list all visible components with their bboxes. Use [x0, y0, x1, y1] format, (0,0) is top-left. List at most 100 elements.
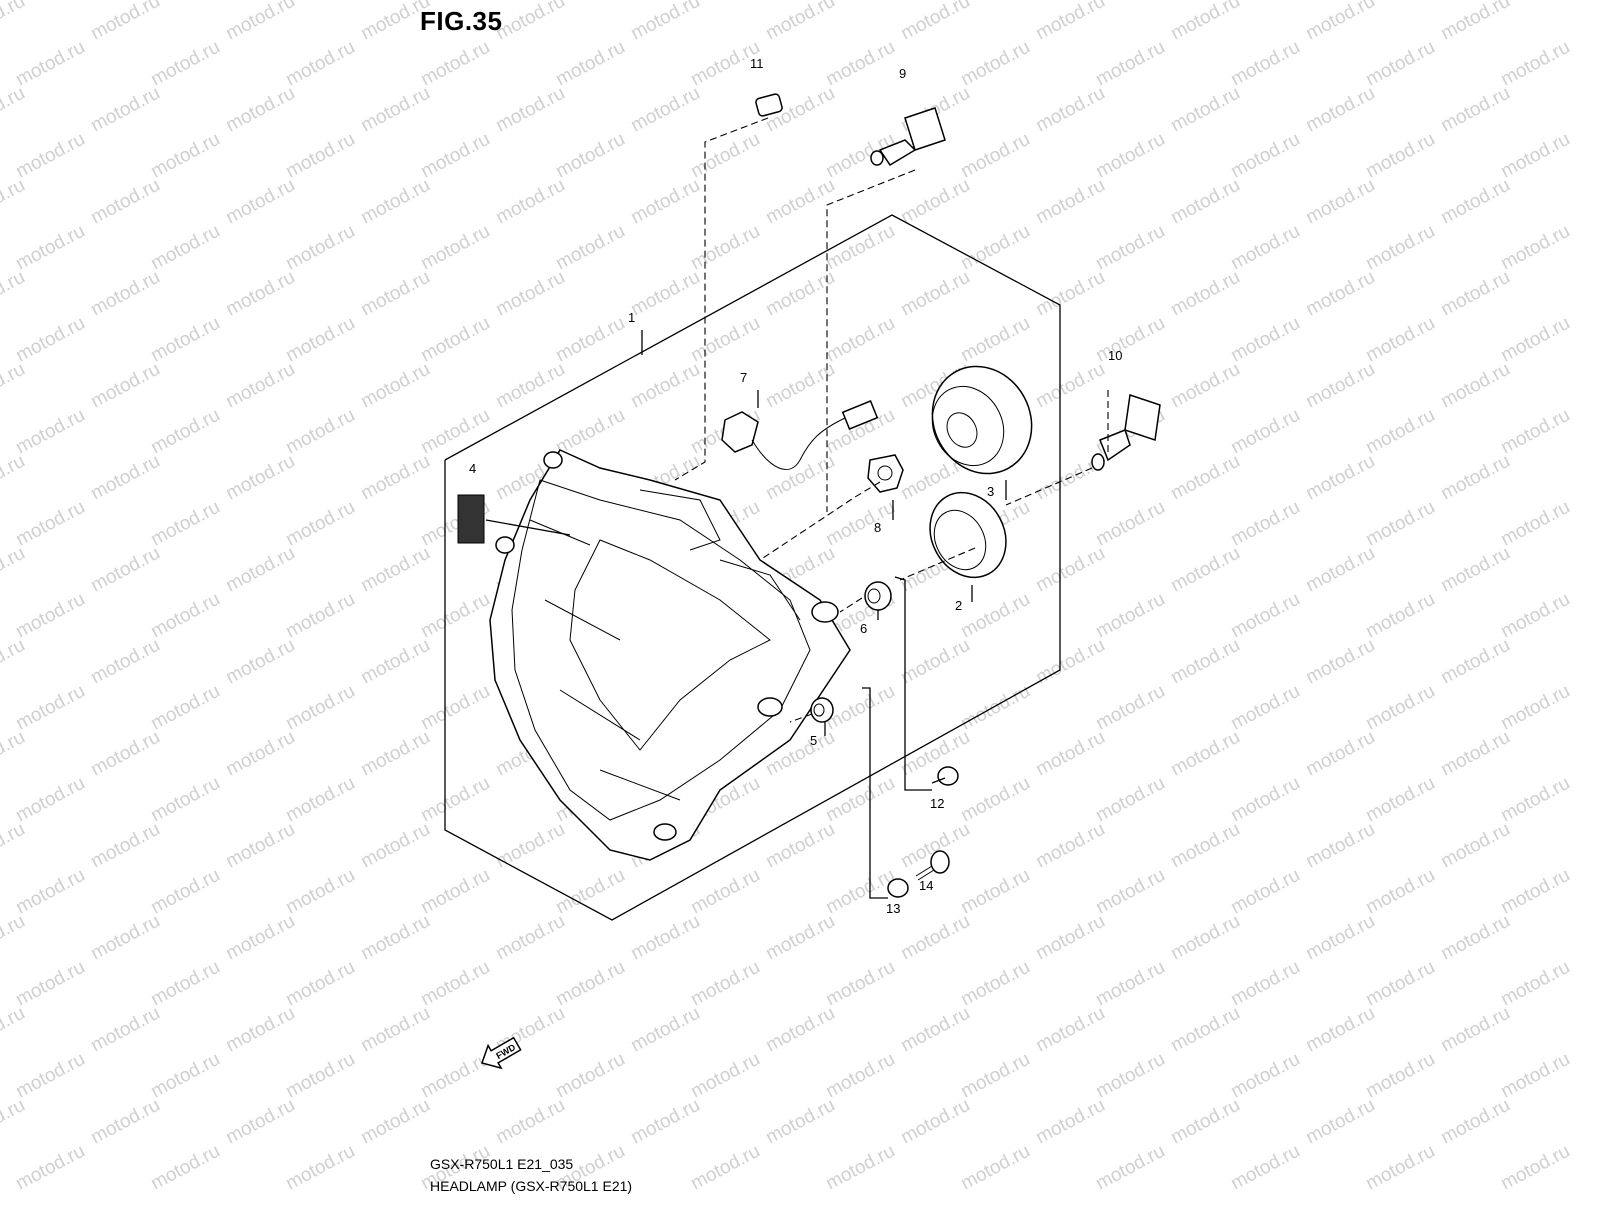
watermark-text: motod.ru: [897, 635, 973, 689]
watermark-text: motod.ru: [897, 267, 973, 321]
watermark-text: motod.ru: [12, 313, 88, 367]
watermark-text: motod.ru: [147, 497, 223, 551]
watermark-text: motod.ru: [87, 359, 163, 413]
callout-14: 14: [919, 878, 933, 893]
watermark-text: motod.ru: [762, 1095, 838, 1149]
watermark-text: motod.ru: [282, 497, 358, 551]
watermark-text: motod.ru: [1167, 175, 1243, 229]
screw-13: [887, 878, 909, 898]
watermark-text: motod.ru: [1497, 405, 1573, 459]
watermark-text: motod.ru: [822, 957, 898, 1011]
watermark-text: motod.ru: [1092, 773, 1168, 827]
watermark-text: motod.ru: [1032, 175, 1108, 229]
figure-code: GSX-R750L1 E21_035: [430, 1156, 574, 1172]
watermark-text: motod.ru: [1227, 865, 1303, 919]
watermark-text: motod.ru: [1167, 451, 1243, 505]
watermark-text: motod.ru: [1092, 37, 1168, 91]
watermark-text: motod.ru: [12, 681, 88, 735]
watermark-text: motod.ru: [0, 1095, 29, 1149]
socket-wire-7: [721, 400, 879, 470]
watermark-text: motod.ru: [627, 1003, 703, 1057]
watermark-text: motod.ru: [1092, 589, 1168, 643]
watermark-text: motod.ru: [1227, 405, 1303, 459]
watermark-text: motod.ru: [552, 129, 628, 183]
watermark-text: motod.ru: [762, 819, 838, 873]
watermark-text: motod.ru: [147, 1049, 223, 1103]
watermark-text: motod.ru: [957, 773, 1033, 827]
callout-10: 10: [1108, 348, 1122, 363]
watermark-text: motod.ru: [1497, 129, 1573, 183]
watermark-text: motod.ru: [1497, 957, 1573, 1011]
watermark-text: motod.ru: [417, 129, 493, 183]
watermark-text: motod.ru: [222, 1095, 298, 1149]
watermark-text: motod.ru: [12, 957, 88, 1011]
watermark-text: motod.ru: [762, 1003, 838, 1057]
watermark-text: motod.ru: [1437, 819, 1513, 873]
watermark-text: motod.ru: [1362, 497, 1438, 551]
watermark-text: motod.ru: [627, 359, 703, 413]
watermark-text: motod.ru: [492, 0, 568, 44]
watermark-text: motod.ru: [222, 543, 298, 597]
watermark-text: motod.ru: [147, 129, 223, 183]
watermark-text: motod.ru: [552, 405, 628, 459]
watermark-text: motod.ru: [222, 819, 298, 873]
watermark-text: motod.ru: [417, 313, 493, 367]
watermark-text: motod.ru: [357, 727, 433, 781]
watermark-text: motod.ru: [0, 819, 29, 873]
watermark-text: motod.ru: [1227, 773, 1303, 827]
watermark-text: motod.ru: [1167, 359, 1243, 413]
watermark-text: motod.ru: [552, 313, 628, 367]
watermark-text: motod.ru: [222, 83, 298, 137]
watermark-text: motod.ru: [147, 589, 223, 643]
watermark-text: motod.ru: [1437, 727, 1513, 781]
watermark-text: motod.ru: [1362, 865, 1438, 919]
watermark-text: motod.ru: [282, 37, 358, 91]
watermark-text: motod.ru: [687, 865, 763, 919]
watermark-text: motod.ru: [687, 957, 763, 1011]
watermark-text: motod.ru: [1167, 0, 1243, 44]
watermark-text: motod.ru: [1167, 1095, 1243, 1149]
watermark-text: motod.ru: [687, 1141, 763, 1195]
watermark-text: motod.ru: [0, 543, 29, 597]
watermark-text: motod.ru: [1092, 313, 1168, 367]
watermark-text: motod.ru: [282, 405, 358, 459]
assembly-outline: [444, 214, 1061, 921]
watermark-text: motod.ru: [1437, 175, 1513, 229]
watermark-text: motod.ru: [0, 727, 29, 781]
headlamp-housing: [489, 449, 851, 861]
watermark-text: motod.ru: [492, 267, 568, 321]
watermark-text: motod.ru: [222, 175, 298, 229]
watermark-text: motod.ru: [417, 773, 493, 827]
watermark-text: motod.ru: [87, 543, 163, 597]
watermark-text: motod.ru: [1302, 1003, 1378, 1057]
watermark-text: motod.ru: [1227, 681, 1303, 735]
watermark-text: motod.ru: [1227, 957, 1303, 1011]
watermark-text: motod.ru: [1227, 1049, 1303, 1103]
watermark-text: motod.ru: [897, 1095, 973, 1149]
watermark-text: motod.ru: [1227, 313, 1303, 367]
watermark-text: motod.ru: [1032, 911, 1108, 965]
watermark-text: motod.ru: [897, 911, 973, 965]
watermark-text: motod.ru: [282, 773, 358, 827]
watermark-text: motod.ru: [87, 1003, 163, 1057]
watermark-text: motod.ru: [822, 1049, 898, 1103]
watermark-text: motod.ru: [1362, 405, 1438, 459]
watermark-text: motod.ru: [492, 911, 568, 965]
watermark-text: motod.ru: [87, 267, 163, 321]
watermark-text: motod.ru: [627, 1095, 703, 1149]
callout-13: 13: [886, 901, 900, 916]
watermark-text: motod.ru: [957, 1049, 1033, 1103]
watermark-text: motod.ru: [282, 1141, 358, 1195]
watermark-text: motod.ru: [1437, 267, 1513, 321]
watermark-text: motod.ru: [1167, 1003, 1243, 1057]
watermark-text: motod.ru: [282, 589, 358, 643]
watermark-text: motod.ru: [1092, 129, 1168, 183]
watermark-text: motod.ru: [897, 727, 973, 781]
watermark-text: motod.ru: [357, 1095, 433, 1149]
screw-14: [915, 850, 950, 881]
watermark-text: motod.ru: [957, 681, 1033, 735]
watermark-text: motod.ru: [957, 1141, 1033, 1195]
watermark-text: motod.ru: [1032, 359, 1108, 413]
watermark-text: motod.ru: [957, 129, 1033, 183]
watermark-text: motod.ru: [147, 221, 223, 275]
